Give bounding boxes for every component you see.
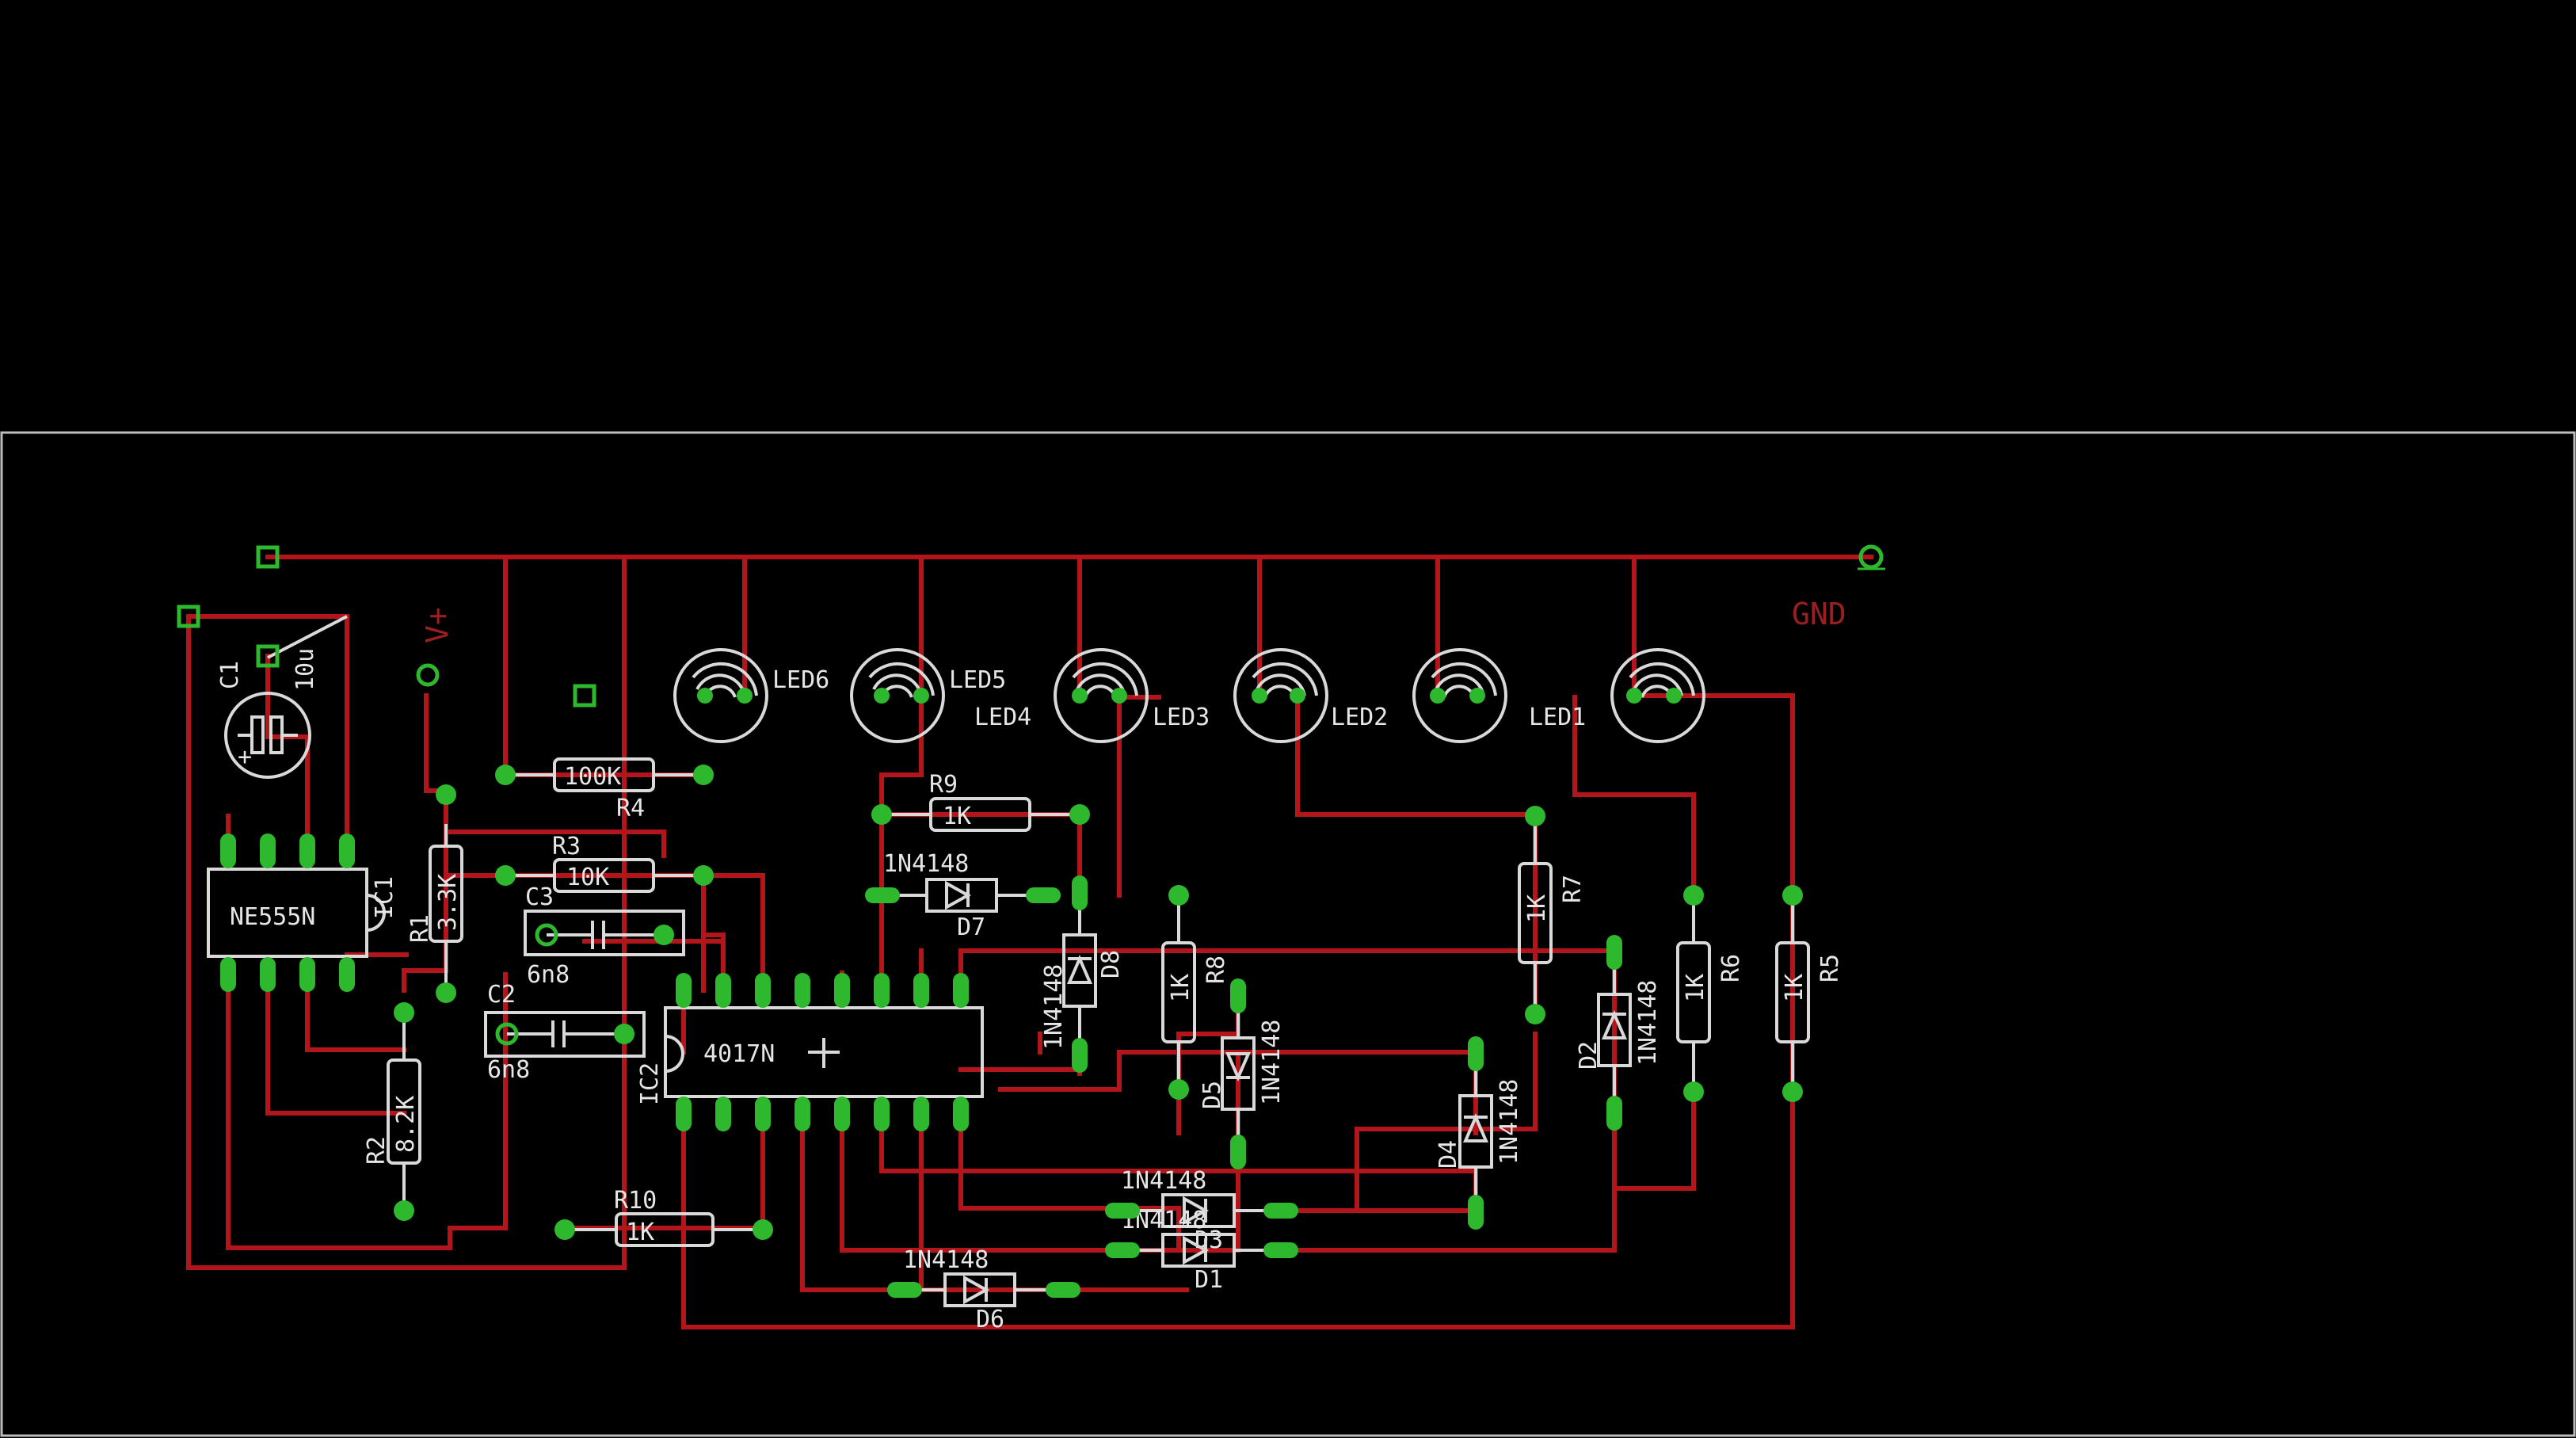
r1-resistor[interactable]: 3.3K R1 [406, 824, 463, 986]
d7-value: 1N4148 [883, 850, 969, 878]
r4-label: R4 [616, 795, 645, 822]
r2-value: 8.2K [392, 1096, 420, 1153]
d8-diode[interactable]: 1N4148 D8 [1040, 891, 1125, 1054]
r6-resistor[interactable]: 1K R6 [1676, 895, 1745, 1092]
d3-label: D3 [1195, 1226, 1223, 1254]
r2-label: R2 [363, 1136, 391, 1165]
ic2-label: IC2 [636, 1062, 664, 1105]
r8-resistor[interactable]: 1K R8 [1161, 895, 1230, 1089]
r7-value: 1K [1523, 894, 1551, 923]
c2-value: 6n8 [487, 1056, 530, 1084]
pads [177, 545, 1803, 1298]
d2-label: D2 [1575, 1041, 1602, 1070]
d8-value: 1N4148 [1040, 964, 1068, 1050]
d6-diode[interactable]: 1N4148 D6 [903, 1246, 1065, 1333]
r8-label: R8 [1202, 955, 1230, 984]
board-outline [0, 431, 2576, 1437]
d7-diode[interactable]: 1N4148 D7 [879, 850, 1046, 941]
gnd-connector[interactable]: GND [1792, 544, 1885, 631]
d6-label: D6 [976, 1306, 1004, 1333]
led3-label: LED3 [1153, 704, 1210, 731]
r1-label: R1 [406, 914, 434, 943]
d1-label: D1 [1195, 1266, 1223, 1294]
c2-label: C2 [487, 981, 516, 1009]
r10-value: 1K [626, 1219, 654, 1246]
ic2-value: 4017N [703, 1040, 775, 1068]
r3-label: R3 [552, 833, 581, 860]
r6-label: R6 [1717, 954, 1745, 982]
ic2-4017n[interactable]: 4017N IC2 [636, 1006, 984, 1105]
r3-resistor[interactable]: 10K R3 [507, 833, 703, 893]
c3-capacitor[interactable]: C3 6n8 [524, 883, 685, 989]
r9-label: R9 [929, 771, 958, 799]
r7-label: R7 [1559, 875, 1587, 903]
d5-diode[interactable]: 1N4148 D5 [1198, 994, 1286, 1157]
led4-label: LED4 [974, 704, 1031, 731]
gnd-label: GND [1792, 597, 1846, 631]
d6-value: 1N4148 [903, 1246, 989, 1274]
copper-traces [186, 555, 1873, 1329]
c3-value: 6n8 [527, 961, 570, 989]
c1-capacitor[interactable]: C1 10u + [216, 615, 348, 779]
r5-resistor[interactable]: 1K R5 [1775, 895, 1844, 1092]
d5-value: 1N4148 [1258, 1020, 1286, 1105]
ic1-ne555n[interactable]: NE555N IC1 [207, 868, 398, 958]
svg-text:+: + [238, 743, 252, 771]
led1-label: LED1 [1529, 704, 1586, 731]
c1-value: 10u [292, 648, 319, 691]
d4-value: 1N4148 [1496, 1079, 1523, 1165]
d1-diode[interactable]: D1 [1121, 1233, 1290, 1294]
r2-resistor[interactable]: 8.2K R2 [363, 1014, 421, 1208]
d5-label: D5 [1198, 1081, 1226, 1109]
led2-label: LED2 [1331, 704, 1388, 731]
vplus-label: V+ [420, 607, 455, 643]
r5-label: R5 [1816, 954, 1844, 982]
d8-label: D8 [1097, 950, 1125, 978]
r3-value: 10K [566, 864, 609, 891]
led5-label: LED5 [949, 666, 1006, 694]
d3-value: 1N4148 [1121, 1167, 1206, 1195]
led6-label: LED6 [772, 666, 829, 694]
ic1-value: NE555N [230, 903, 315, 931]
led4[interactable]: LED4 [974, 648, 1149, 743]
c3-label: C3 [525, 883, 554, 911]
r1-value: 3.3K [434, 874, 462, 931]
r4-resistor[interactable]: 100K R4 [507, 757, 703, 822]
r4-value: 100K [564, 763, 621, 791]
led6[interactable]: LED6 [673, 648, 829, 743]
vplus-connector[interactable]: V+ [420, 607, 455, 643]
d4-diode[interactable]: 1N4148 D4 [1435, 1054, 1523, 1212]
led3[interactable]: LED3 [1153, 648, 1328, 743]
r8-value: 1K [1167, 974, 1195, 1002]
d7-label: D7 [957, 914, 985, 941]
r9-value: 1K [943, 803, 971, 830]
r10-resistor[interactable]: 1K R10 [565, 1187, 763, 1247]
r5-value: 1K [1781, 974, 1808, 1002]
d3-diode[interactable]: 1N4148 1N4148 D3 [1121, 1167, 1290, 1254]
d4-label: D4 [1435, 1140, 1462, 1169]
c1-label: C1 [216, 661, 244, 689]
r7-resistor[interactable]: 1K R7 [1518, 816, 1587, 1014]
r6-value: 1K [1682, 974, 1709, 1002]
d2-diode[interactable]: 1N4148 D2 [1575, 951, 1662, 1113]
r9-resistor[interactable]: 1K R9 [882, 771, 1080, 832]
r10-label: R10 [614, 1187, 657, 1215]
ic1-label: IC1 [371, 876, 398, 919]
d2-value: 1N4148 [1634, 980, 1662, 1066]
